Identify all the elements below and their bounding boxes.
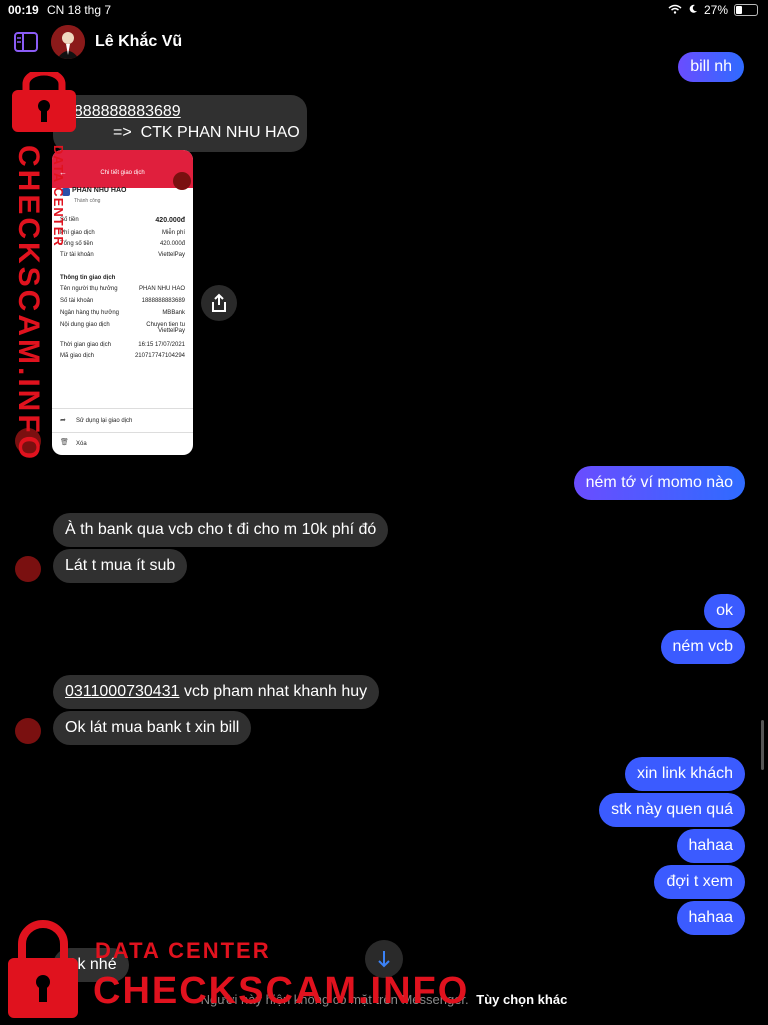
more-options-link[interactable]: Tùy chọn khác: [476, 992, 568, 1007]
contact-avatar-small[interactable]: [15, 718, 41, 744]
watermark-horizontal-main: CHECKSCAM.INFO: [93, 970, 470, 1012]
receipt-avatar: [173, 172, 191, 190]
vcb-number-link[interactable]: 0311000730431: [65, 683, 180, 700]
offline-notice: Người này hiện không có mặt trên Messeng…: [200, 992, 469, 1007]
wifi-icon: [668, 3, 682, 17]
message-outgoing[interactable]: ném tớ ví momo nào: [573, 466, 745, 500]
watermark-vertical-top: DATA CENTER: [51, 145, 66, 247]
account-number-link[interactable]: 1888888883689: [65, 103, 181, 120]
message-incoming[interactable]: Lát t mua ít sub: [53, 549, 188, 583]
message-outgoing[interactable]: ok: [704, 594, 745, 628]
message-outgoing[interactable]: xin link khách: [624, 757, 745, 791]
moon-icon: [688, 3, 698, 17]
message-outgoing[interactable]: hahaa: [676, 901, 745, 935]
contact-avatar[interactable]: [51, 25, 85, 59]
message-outgoing[interactable]: hahaa: [676, 829, 745, 863]
scroll-down-button[interactable]: [365, 940, 403, 978]
chat-header: Lê Khắc Vũ: [0, 22, 768, 66]
divider: [52, 432, 193, 433]
contact-avatar-small[interactable]: [15, 428, 41, 454]
account-name-text: => CTK PHAN NHU HAO: [113, 124, 300, 141]
message-outgoing[interactable]: bill nh: [678, 52, 744, 82]
arrow-down-icon: [376, 949, 392, 974]
watermark-lock-icon: [4, 920, 82, 1025]
message-outgoing[interactable]: stk này quen quá: [599, 793, 745, 827]
receipt-screenshot-image[interactable]: Chi tiết giao dịch ← PHAN NHU HAO Thành …: [52, 150, 193, 455]
divider: [52, 408, 193, 409]
receipt-title: Chi tiết giao dịch: [100, 170, 145, 176]
message-outgoing[interactable]: ném vcb: [660, 630, 745, 664]
message-incoming[interactable]: Ok lát mua bank t xin bill: [53, 711, 252, 745]
status-time: 00:19: [8, 3, 39, 17]
receipt-topbar: Chi tiết giao dịch ←: [52, 150, 193, 188]
share-button[interactable]: [201, 285, 237, 321]
bank-logo-icon: [62, 188, 70, 196]
contact-avatar-small[interactable]: [15, 556, 41, 582]
trash-icon: 🗑: [60, 439, 69, 446]
status-date: CN 18 thg 7: [47, 3, 112, 17]
battery-icon: [734, 4, 758, 16]
back-arrow-icon: ←: [59, 168, 67, 177]
watermark-vertical-main: CHECKSCAM.INFO: [12, 145, 45, 462]
receipt-section-title: Thông tin giao dịch: [60, 275, 116, 281]
watermark-lock-icon: [6, 68, 82, 137]
receipt-recipient: PHAN NHU HAO: [72, 187, 127, 194]
sidebar-toggle-icon[interactable]: [14, 32, 38, 57]
receipt-delete: Xóa: [76, 441, 87, 447]
footer-bar: Người này hiện không có mặt trên Messeng…: [0, 992, 768, 1024]
message-outgoing[interactable]: đợi t xem: [654, 865, 745, 899]
receipt-reuse: Sử dụng lại giao dịch: [76, 418, 133, 424]
vcb-name-text: vcb pham nhat khanh huy: [179, 683, 368, 700]
reuse-arrow-icon: ➦: [60, 417, 66, 424]
message-incoming[interactable]: À th bank qua vcb cho t đi cho m 10k phí…: [53, 513, 389, 547]
status-right: 27%: [668, 3, 758, 17]
share-icon: [210, 293, 228, 318]
receipt-success: Thành công: [74, 198, 101, 204]
battery-percent: 27%: [703, 3, 728, 17]
message-incoming-account[interactable]: 1888888883689 => CTK PHAN NHU HAO: [53, 95, 307, 152]
contact-name[interactable]: Lê Khắc Vũ: [95, 33, 183, 50]
status-bar: 00:19 CN 18 thg 7 27%: [0, 0, 768, 20]
message-incoming-vcb[interactable]: 0311000730431 vcb pham nhat khanh huy: [53, 675, 380, 709]
scrollbar[interactable]: [761, 720, 764, 770]
watermark-horizontal-top: DATA CENTER: [95, 938, 271, 963]
